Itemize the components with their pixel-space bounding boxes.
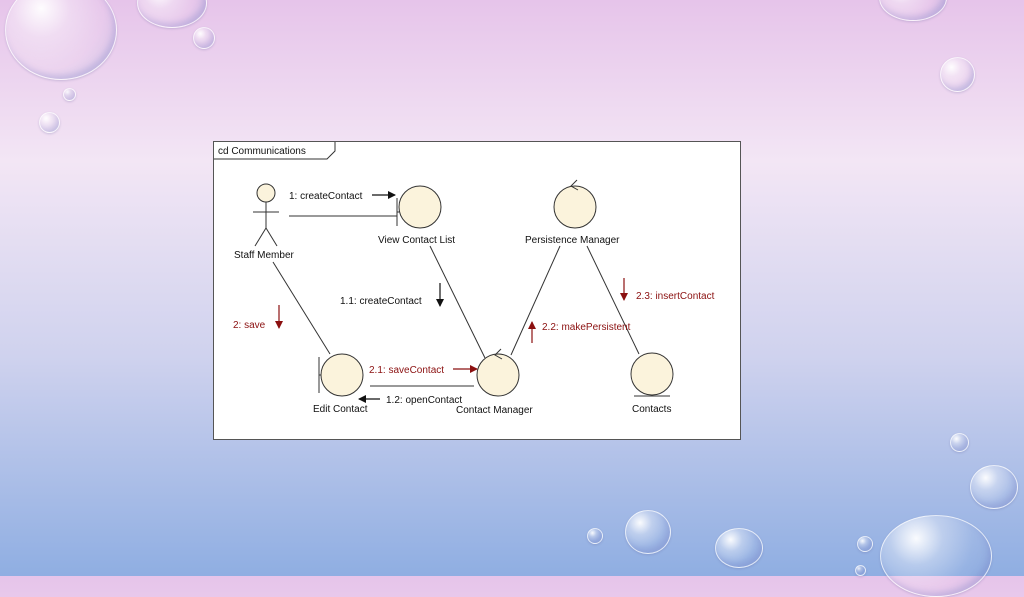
link-persistence-to-contacts [586,245,640,355]
control-icon [476,348,520,397]
water-droplet [625,510,671,554]
edit-contact-label: Edit Contact [313,404,368,415]
message-label: 2.1: saveContact [369,365,444,376]
boundary-icon [318,353,364,397]
diagram-canvas: cd Communications Staff Member View Cont… [214,142,715,416]
message-label: 1.1: createContact [340,296,422,307]
water-droplet [855,565,866,576]
water-droplet [940,57,975,92]
link-staff-to-edit [272,261,331,355]
water-droplet [39,112,60,133]
persistence-manager-label: Persistence Manager [525,235,620,246]
water-droplet [137,0,207,28]
entity-icon [630,352,674,397]
link-manager-to-persistence [510,245,561,356]
frame-title: cd Communications [218,146,306,157]
staff-member-actor-icon [253,183,279,247]
water-droplet [970,465,1018,509]
water-droplet [5,0,117,80]
communication-diagram: cd Communications Staff Member View Cont… [213,141,741,440]
message-label: 2.3: insertContact [636,291,715,302]
message-label: 1: createContact [289,191,363,202]
message-label: 1.2: openContact [386,395,462,406]
frame-title-tab [214,142,336,160]
boundary-icon [396,185,442,229]
water-droplet [880,515,992,597]
view-contact-list-label: View Contact List [378,235,455,246]
staff-member-label: Staff Member [234,250,295,261]
contact-manager-label: Contact Manager [456,405,533,416]
water-droplet [63,88,76,101]
water-droplet [193,27,215,49]
water-droplet [587,528,603,544]
link-view-to-manager [429,245,486,359]
message-label: 2.2: makePersistent [542,322,631,333]
water-droplet [857,536,873,552]
water-droplet [950,433,969,452]
contacts-label: Contacts [632,404,671,415]
message-label: 2: save [233,320,266,331]
water-droplet [715,528,763,568]
water-droplet [879,0,947,21]
control-icon [553,179,597,229]
